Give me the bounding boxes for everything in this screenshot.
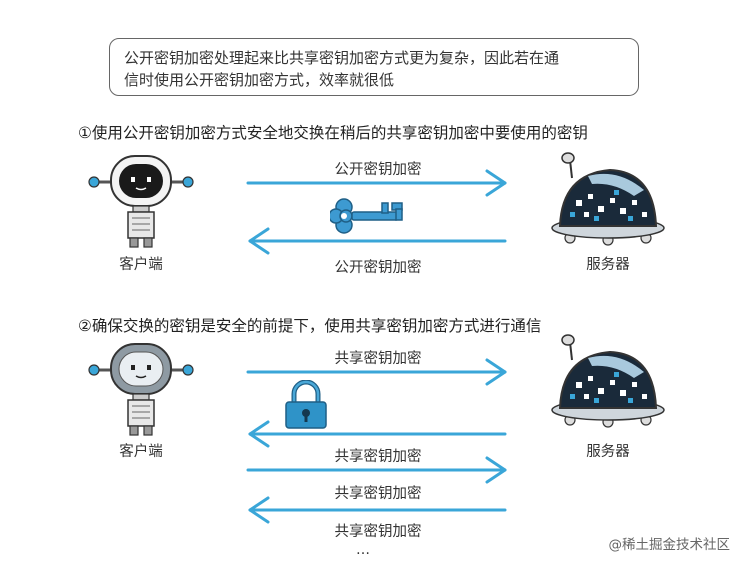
note-line-2: 信时使用公开密钥加密方式，效率就很低 — [124, 71, 395, 89]
section1-title: ①使用公开密钥加密方式安全地交换在稍后的共享密钥加密中要使用的密钥 — [78, 124, 588, 142]
client-robot-icon — [88, 155, 194, 248]
arrow-right-2 — [246, 358, 507, 386]
arrow-left-1 — [248, 227, 507, 255]
arrow-right-3 — [246, 456, 507, 484]
ellipsis: … — [356, 542, 371, 558]
arrow-label-public-top: 公开密钥加密 — [334, 162, 422, 178]
server-label-1: 服务器 — [586, 257, 630, 273]
section2-title: ②确保交换的密钥是安全的前提下，使用共享密钥加密方式进行通信 — [78, 317, 542, 335]
server-robot-2-icon — [551, 334, 665, 428]
arrow-right-1 — [246, 169, 507, 197]
key-icon — [330, 198, 403, 234]
client-label-1: 客户端 — [119, 257, 163, 273]
server-robot-icon — [551, 152, 665, 246]
client-label-2: 客户端 — [119, 444, 163, 460]
watermark: @稀土掘金技术社区 — [608, 537, 731, 553]
arrow-label-public-bottom: 公开密钥加密 — [334, 260, 422, 276]
arrow-label-shared-2: 共享密钥加密 — [334, 449, 422, 465]
arrow-label-shared-4: 共享密钥加密 — [334, 524, 422, 540]
client-robot-grey-icon — [88, 343, 194, 436]
note-line-1: 公开密钥加密处理起来比共享密钥加密方式更为复杂，因此若在通 — [124, 49, 560, 67]
arrow-label-shared-3: 共享密钥加密 — [334, 486, 422, 502]
arrow-left-2 — [248, 420, 507, 448]
arrow-label-shared-1: 共享密钥加密 — [334, 351, 422, 367]
lock-icon — [285, 380, 327, 429]
arrow-left-3 — [248, 496, 507, 524]
note-box: 公开密钥加密处理起来比共享密钥加密方式更为复杂，因此若在通 信时使用公开密钥加密… — [109, 38, 639, 96]
server-label-2: 服务器 — [586, 444, 630, 460]
